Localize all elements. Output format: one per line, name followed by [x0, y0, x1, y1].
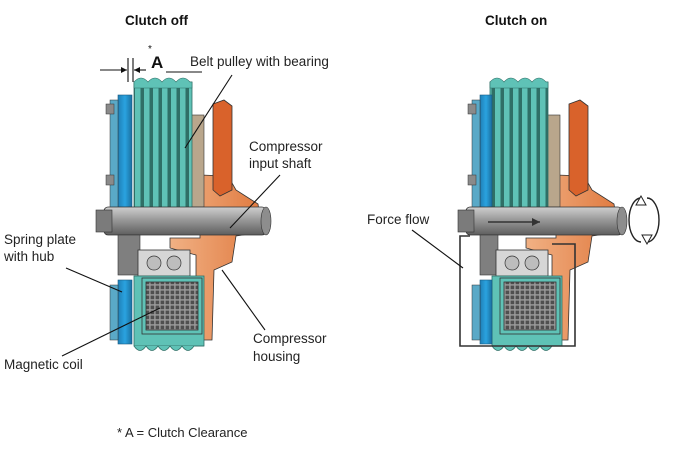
spring-plate-left: [117, 94, 133, 226]
force-flow-leader: [411, 229, 464, 269]
spring-plate-label-line1: Spring plate: [4, 232, 76, 247]
hub-left: [117, 234, 141, 276]
coil-frame-right: [499, 277, 561, 335]
clutch-off-title: Clutch off: [125, 13, 188, 28]
spring-plate-leader: [65, 267, 123, 293]
spring-plate-back-right: [471, 99, 481, 221]
bearing-ball-1-right: [504, 255, 520, 271]
magnetic-coil-left: [145, 281, 199, 331]
clutch-on-labels: Force flow: [367, 212, 464, 269]
compressor-input-shaft-right: [465, 206, 623, 236]
belt-pulley-label: Belt pulley with bearing: [190, 54, 329, 69]
magnetic-coil-leader: [61, 307, 161, 357]
shaft-nut-right: [457, 209, 475, 233]
spring-plate-back-left: [109, 99, 119, 221]
rivet-1-left: [105, 103, 115, 115]
housing-label-line2: housing: [253, 349, 300, 364]
compressor-input-shaft-left: [103, 206, 267, 236]
bearing-ball-2-left: [166, 255, 182, 271]
force-flow-arrowhead: [532, 218, 540, 226]
rivet-1-right: [467, 103, 477, 115]
lower-pulley-rim-left: [133, 345, 204, 351]
bearing-ball-1-left: [146, 255, 162, 271]
clutch-on-title: Clutch on: [485, 13, 547, 28]
pulley-top-rim-right: [489, 77, 549, 89]
rotation-arrow-icon: [628, 194, 660, 246]
belt-pulley-left: [133, 81, 193, 213]
spring-plate-lower-back-left: [109, 284, 119, 341]
clutch-off-labels: Belt pulley with bearing Compressor inpu…: [3, 54, 329, 372]
spring-plate-lower-left: [117, 279, 133, 345]
hub-right: [479, 234, 499, 276]
shaft-nut-left: [95, 209, 113, 233]
coil-frame-left: [141, 277, 203, 335]
pulley-top-rim-left: [133, 77, 193, 89]
belt-pulley-leader: [184, 74, 233, 149]
clearance-letter: A: [151, 53, 163, 72]
hub-flange-left: [212, 99, 233, 197]
bearing-ball-2-right: [524, 255, 540, 271]
force-flow-label: Force flow: [367, 212, 430, 227]
spring-plate-right: [479, 94, 493, 226]
rivet-2-right: [467, 174, 477, 186]
spring-plate-lower-right: [479, 279, 493, 345]
belt-pulley-right: [489, 81, 549, 213]
shaft-end-left: [260, 206, 272, 236]
footnote: * A = Clutch Clearance: [117, 425, 247, 440]
housing-label-line1: Compressor: [253, 331, 327, 346]
magnetic-coil-right: [503, 281, 557, 331]
clutch-on-assembly: [457, 77, 660, 351]
hub-flange-right: [568, 99, 589, 197]
spring-plate-lower-back-right: [471, 284, 481, 341]
housing-leader: [221, 269, 266, 331]
bearing-left: [137, 249, 191, 277]
shaft-end-right: [616, 206, 628, 236]
bearing-right: [495, 249, 549, 277]
input-shaft-leader: [229, 174, 281, 229]
spring-plate-label-line2: with hub: [3, 249, 54, 264]
lower-pulley-rim-right: [491, 345, 562, 351]
force-flow-path: [459, 221, 576, 347]
rivet-2-left: [105, 174, 115, 186]
magnetic-coil-label: Magnetic coil: [4, 357, 83, 372]
clearance-indicator: * A: [100, 44, 163, 82]
clearance-asterisk: *: [148, 44, 152, 55]
input-shaft-label-line2: input shaft: [249, 156, 312, 171]
clutch-off-assembly: [95, 77, 272, 351]
input-shaft-label-line1: Compressor: [249, 139, 323, 154]
